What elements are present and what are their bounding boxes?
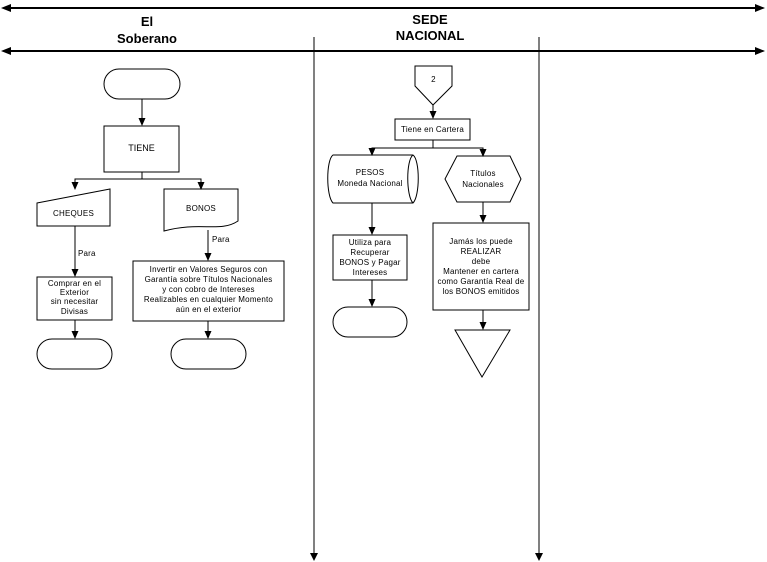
comprar-process-box xyxy=(36,276,113,321)
titulos-prep-hexagon xyxy=(444,155,522,203)
pesos-line1: PESOS xyxy=(355,168,385,177)
tiene-label: TIENE xyxy=(128,143,155,153)
jamas-line2: REALIZAR xyxy=(460,247,502,256)
jamas-line4: Mantener en cartera xyxy=(443,267,519,276)
pesos-storage-edge xyxy=(407,154,414,204)
utiliza-process-box xyxy=(332,234,408,281)
cheques-label: CHEQUES xyxy=(53,209,94,218)
invertir-process-box xyxy=(132,260,285,322)
start-terminator xyxy=(103,68,181,100)
end-terminator-left xyxy=(36,338,113,370)
end-terminator-right xyxy=(170,338,247,370)
comprar-line3: sin necesitar xyxy=(50,297,99,306)
jamas-line5: como Garantía Real de xyxy=(437,277,525,286)
lane-title-soberano-line1: El xyxy=(140,14,154,29)
utiliza-line3: BONOS y Pagar xyxy=(339,258,401,267)
mid-flow-lines xyxy=(368,105,487,330)
lane-title-sede-line2: NACIONAL xyxy=(395,28,465,43)
merge-triangle xyxy=(454,329,511,378)
pesos-line2: Moneda Nacional xyxy=(337,179,403,188)
utiliza-line4: Intereses xyxy=(352,268,388,277)
jamas-line3: debe xyxy=(471,257,491,266)
offpage-connector-2 xyxy=(414,65,453,106)
titulos-line2: Nacionales xyxy=(462,180,504,189)
titulos-line1: Títulos xyxy=(470,169,496,178)
lane-title-sede-line1: SEDE xyxy=(412,12,448,27)
para-label-1: Para xyxy=(78,249,96,258)
invertir-line5: aún en el exterior xyxy=(175,305,242,314)
bonos-label: BONOS xyxy=(186,204,216,213)
invertir-line1: Invertir en Valores Seguros con xyxy=(149,265,268,274)
left-flow-lines xyxy=(71,99,212,339)
jamas-line1: Jamás los puede xyxy=(449,237,513,246)
invertir-line4: Realizables en cualquier Momento xyxy=(143,295,274,304)
cheques-manual-input xyxy=(36,188,111,227)
lane-header-arrows xyxy=(1,4,765,55)
jamas-line6: los BONOS emitidos xyxy=(442,287,520,296)
lane-title-soberano-line2: Soberano xyxy=(117,31,177,46)
invertir-line3: y con cobro de Intereses xyxy=(162,285,255,294)
connector-label: 2 xyxy=(431,75,436,84)
utiliza-line2: Recuperar xyxy=(350,248,390,257)
tiene-process-box xyxy=(103,125,180,173)
utiliza-line1: Utiliza para xyxy=(348,238,392,247)
bonos-document xyxy=(163,188,239,232)
invertir-line2: Garantía sobre Títulos Nacionales xyxy=(144,275,273,284)
tiene-cartera-label: Tiene en Cartera xyxy=(401,125,464,134)
lane-dividers xyxy=(310,37,543,561)
comprar-line4: Divisas xyxy=(60,307,89,316)
para-label-2: Para xyxy=(212,235,230,244)
jamas-process-box xyxy=(432,222,530,311)
comprar-line1: Comprar en el xyxy=(47,279,102,288)
comprar-line2: Exterior xyxy=(59,288,90,297)
end-terminator-mid xyxy=(332,306,408,338)
